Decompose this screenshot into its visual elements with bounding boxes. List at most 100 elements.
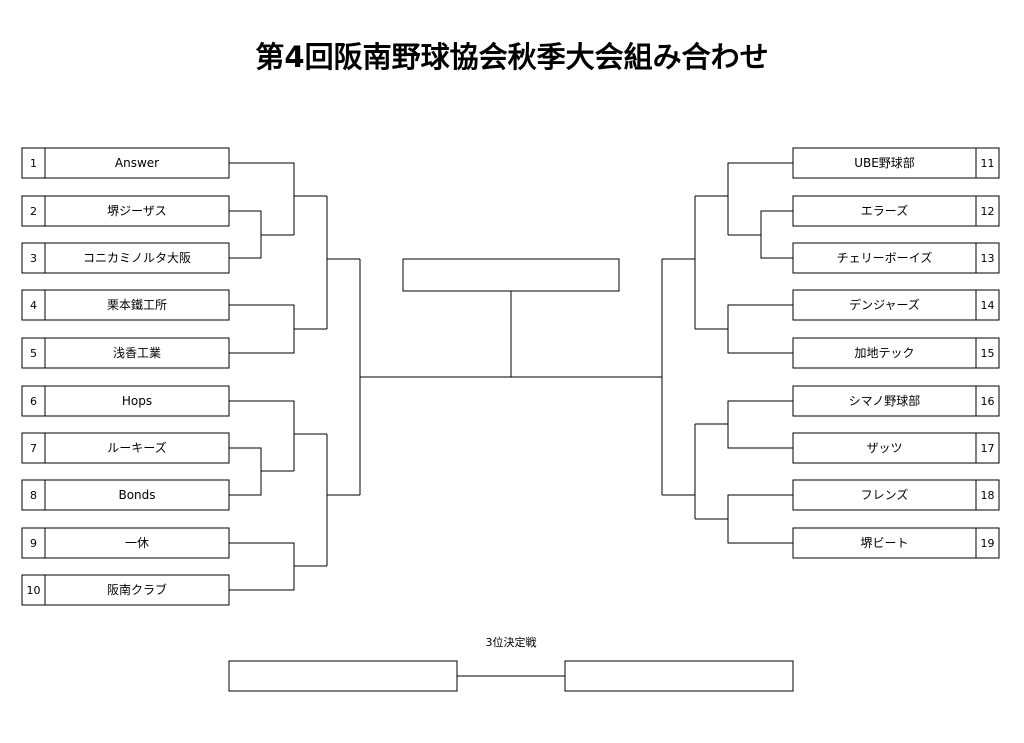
team-name: 栗本鐵工所 [107,297,167,312]
team-name-box [44,195,230,227]
third-place-label: 3位決定戦 [486,635,537,649]
seed-number: 14 [981,299,995,312]
seed-number: 19 [981,537,995,550]
team-name-box [44,289,230,321]
seed-number: 2 [30,205,37,218]
bracket-line [728,210,793,259]
champion-box [402,258,620,292]
team-name: 阪南クラブ [107,582,167,597]
seed-box [975,195,1000,227]
team-name-box [44,242,230,274]
seed-number: 3 [30,252,37,265]
team-entry: 堺ビート 19 [792,527,1000,559]
bracket-line [229,304,327,354]
team-entry: 加地テック 15 [792,337,1000,369]
team-entry: ザッツ 17 [792,432,1000,464]
bracket-line [359,259,511,495]
bracket-line [229,210,294,259]
team-name-box [44,574,230,606]
bracket-line [229,542,327,591]
bracket-line [326,196,360,329]
team-name: UBE野球部 [854,155,915,170]
team-entry: UBE野球部 11 [792,147,1000,179]
team-entry: 3 コニカミノルタ大阪 [21,242,230,274]
seed-number: 11 [981,157,995,170]
team-name-box [792,242,977,274]
team-name-box [792,195,977,227]
team-entry: 4 栗本鐵工所 [21,289,230,321]
team-name-box [792,289,977,321]
team-name: ザッツ [866,441,902,455]
seed-number: 8 [30,489,37,502]
team-entry: フレンズ 18 [792,479,1000,511]
team-entry: 1 Answer [21,147,230,179]
seed-box [975,147,1000,179]
team-entry: 2 堺ジーザス [21,195,230,227]
team-name: 堺ビート [860,536,908,550]
team-name: 一休 [125,536,149,550]
seed-number: 7 [30,442,37,455]
team-entry: 10 阪南クラブ [21,574,230,606]
seed-box [975,385,1000,417]
team-name-box [44,432,230,464]
team-entry: 8 Bonds [21,479,230,511]
seed-number: 12 [981,205,995,218]
third-place-box-left [228,660,458,692]
seed-box [975,479,1000,511]
seed-box [975,527,1000,559]
team-name: Bonds [118,488,155,502]
seed-number: 5 [30,347,37,360]
seed-number: 1 [30,157,37,170]
seed-box [975,337,1000,369]
bracket-line [695,162,793,235]
team-name: エラーズ [861,203,908,218]
team-name: 浅香工業 [113,346,161,360]
seed-number: 17 [981,442,995,455]
team-entry: 6 Hops [21,385,230,417]
team-name-box [792,147,977,179]
team-name-box [792,337,977,369]
team-entry: シマノ野球部 16 [792,385,1000,417]
team-name: シマノ野球部 [849,393,921,408]
bracket-line [662,196,696,329]
seed-number: 6 [30,395,37,408]
page-title: 第4回阪南野球協会秋季大会組み合わせ [255,40,769,74]
third-place-box-right [564,660,794,692]
team-entry: エラーズ 12 [792,195,1000,227]
team-name: デンジャーズ [849,297,920,312]
team-name-box [792,385,977,417]
bracket-line [695,494,793,544]
team-entry: 7 ルーキーズ [21,432,230,464]
team-name: ルーキーズ [107,440,166,455]
seed-number: 15 [981,347,995,360]
bracket-line [229,447,294,496]
seed-number: 4 [30,299,37,312]
bracket-line [662,424,696,519]
left-bracket-entries: 1 Answer 2 堺ジーザス 3 コニカミノルタ大阪 4 栗本鐵工所 5 浅香工業 6 Hops 7… [21,147,230,606]
team-name: 堺ジーザス [107,204,167,218]
seed-number: 10 [27,584,41,597]
seed-number: 13 [981,252,995,265]
team-name: フレンズ [861,487,909,502]
bracket-line [229,162,327,235]
bracket-line [229,400,327,471]
bracket-line [326,434,360,566]
bracket-line [695,400,793,449]
team-entry: 5 浅香工業 [21,337,230,369]
seed-number: 18 [981,489,995,502]
team-name-box [44,385,230,417]
team-name: Hops [122,394,152,408]
seed-number: 16 [981,395,995,408]
team-name-box [44,479,230,511]
team-name-box [792,479,977,511]
team-name-box [44,147,230,179]
team-name: Answer [115,156,159,170]
team-name: 加地テック [854,346,914,360]
bracket-line [695,304,793,354]
team-name: コニカミノルタ大阪 [83,251,191,265]
team-entry: デンジャーズ 14 [792,289,1000,321]
